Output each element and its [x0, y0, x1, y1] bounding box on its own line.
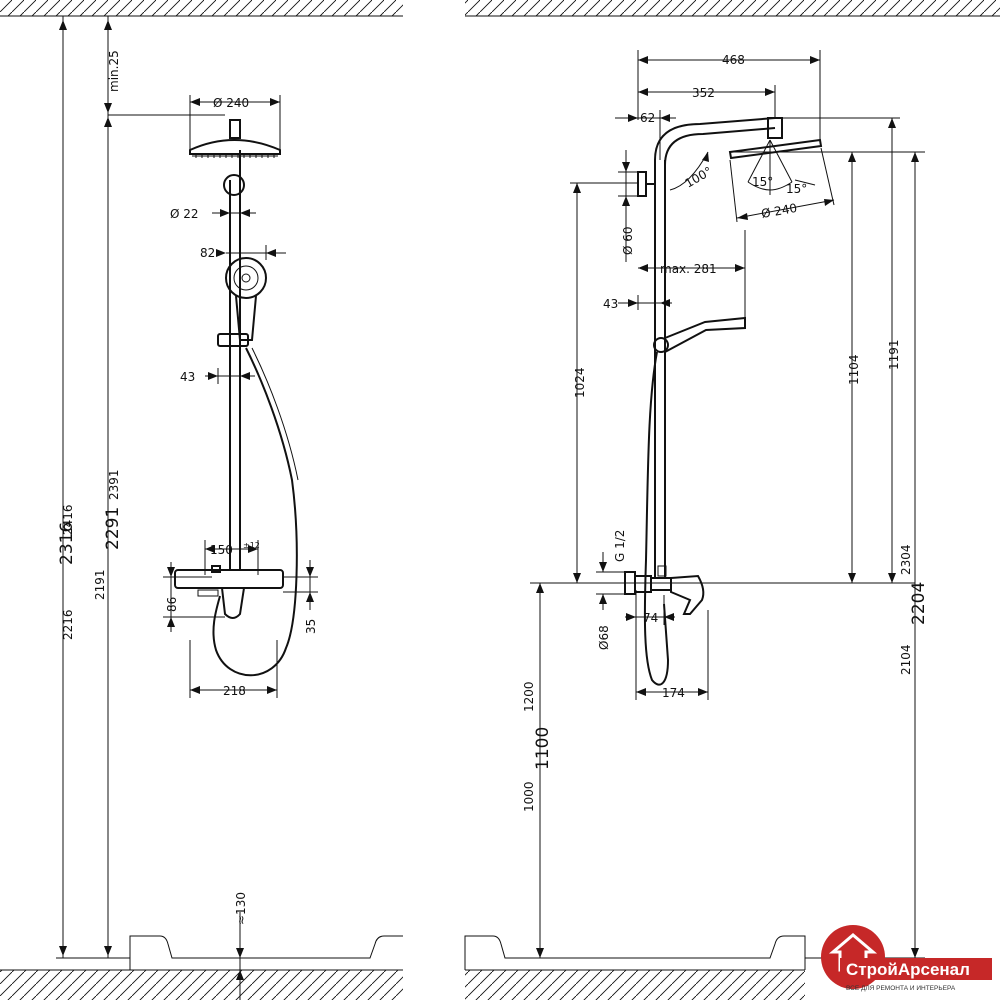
dim-reach-total: 468 [722, 53, 745, 67]
head-nozzles [195, 154, 275, 158]
dim-mixer-h: 86 [165, 597, 179, 612]
dim-tray: ≈130 [234, 892, 248, 925]
dim-flange-dia: Ø 60 [621, 226, 635, 255]
dim-h-1000: 1000 [522, 781, 536, 812]
dim-pipe-dia: Ø 22 [170, 207, 199, 221]
dim-mixer-d: 35 [304, 619, 318, 634]
dim-hand-dia: 82 [200, 246, 215, 260]
dim-wall-offset: 62 [640, 111, 655, 125]
dim-h-2416: 2416 [61, 504, 75, 535]
dim-min-gap: min.25 [107, 50, 121, 92]
dim-h-1024: 1024 [573, 367, 587, 398]
shower-tray-right [464, 935, 806, 970]
dim-reach-arm: 352 [692, 86, 715, 100]
dim-h-1100: 1100 [533, 727, 553, 770]
dim-h-2304: 2304 [899, 544, 913, 575]
dim-h-2391: 2391 [107, 469, 121, 500]
logo-name-a: Строй [846, 960, 898, 979]
shower-tray-left [129, 935, 403, 970]
brand-logo: СтройАрсенал ВСЕ ДЛЯ РЕМОНТА И ИНТЕРЬЕРА [821, 925, 992, 992]
logo-name-b: Арсенал [898, 960, 970, 979]
dim-h-2204: 2204 [909, 582, 929, 625]
side-dimensions: 468 352 62 Ø 60 100° 15° 15° [522, 50, 929, 959]
dim-h-2104: 2104 [899, 644, 913, 675]
dim-mixer-depth: 74 [643, 611, 658, 625]
dim-h-2216: 2216 [61, 609, 75, 640]
logo-tagline: ВСЕ ДЛЯ РЕМОНТА И ИНТЕРЬЕРА [846, 985, 956, 992]
dim-h-1104: 1104 [847, 354, 861, 385]
dim-h-2316: 2316 [57, 522, 77, 565]
ceiling-right [465, 0, 1000, 17]
floor-left [0, 969, 403, 1000]
dim-hose-w: 218 [223, 684, 246, 698]
dim-bar-offset: 43 [180, 370, 195, 384]
ceiling-left [0, 0, 403, 17]
dim-centres: 150 [210, 543, 233, 557]
svg-text:СтройАрсенал: СтройАрсенал [846, 960, 970, 979]
dim-rosette-dia: Ø68 [597, 625, 611, 650]
floor-right [465, 969, 805, 1000]
dim-h-1191: 1191 [887, 339, 901, 370]
dim-tilt-a: 15° [752, 175, 773, 189]
dim-head-dia-side: Ø 240 [760, 201, 798, 221]
dim-head-dia: Ø 240 [213, 96, 249, 110]
dim-tilt-b: 15° [786, 182, 807, 196]
dim-hand-reach: max. 281 [660, 262, 717, 276]
front-view [174, 119, 299, 677]
front-dimensions: 2316 2416 2216 2291 2391 2191 min.25 Ø 2… [56, 16, 318, 1000]
dim-centres-tol: ±12 [243, 541, 260, 550]
dim-thread: G 1/2 [613, 530, 627, 562]
dim-h-2191: 2191 [93, 569, 107, 600]
dim-mixer-reach: 174 [662, 686, 685, 700]
side-view [624, 117, 823, 686]
dim-h-1200: 1200 [522, 681, 536, 712]
dim-bar-offset-side: 43 [603, 297, 618, 311]
dim-h-2291: 2291 [103, 507, 123, 550]
